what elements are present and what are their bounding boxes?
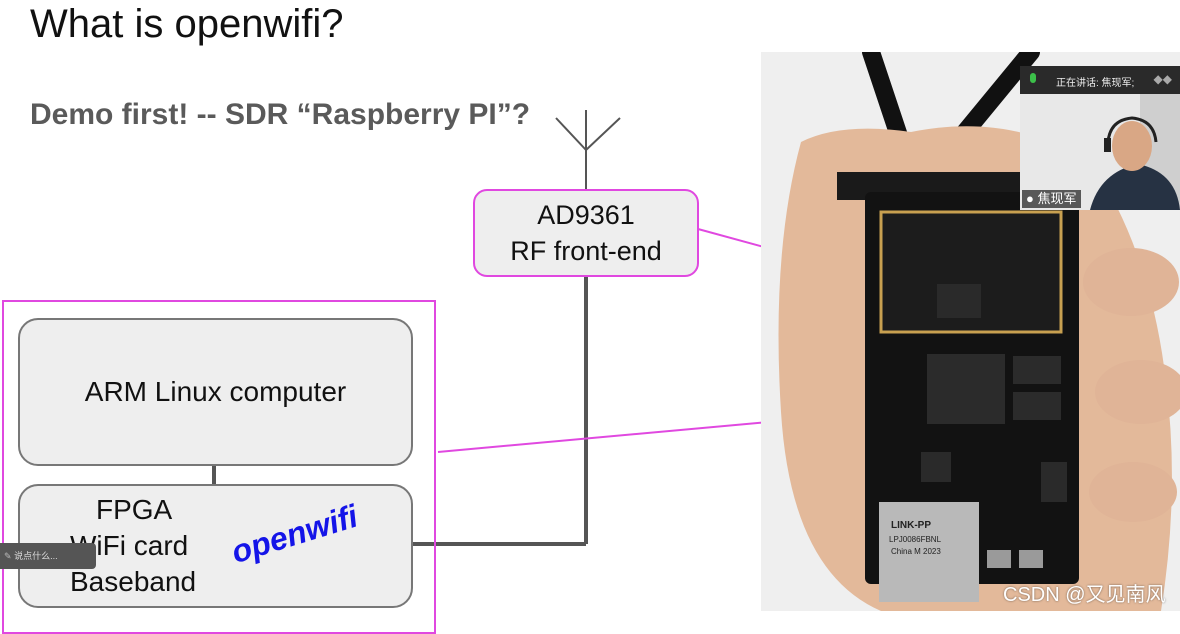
video-call-topbar: 正在讲话: 焦现军; ◆◆ xyxy=(1020,66,1180,94)
chat-placeholder: 说点什么... xyxy=(14,551,58,561)
antenna-icon xyxy=(555,110,621,189)
watermark: CSDN @又见南风 xyxy=(1003,584,1166,606)
rf-front-end-box: AD9361 RF front-end xyxy=(473,189,699,277)
arm-box-label: ARM Linux computer xyxy=(84,376,347,407)
board-label-link: LINK-PP xyxy=(891,520,931,531)
chat-input[interactable]: ✎ 说点什么... xyxy=(0,543,96,569)
fpga-box-line1: FPGA xyxy=(96,494,173,525)
rf-box-line2: RF front-end xyxy=(510,236,662,266)
speaker-name: 焦现军 xyxy=(1037,191,1077,206)
fpga-wifi-box: FPGA WiFi card Baseband xyxy=(18,484,413,608)
speaker-video xyxy=(1020,94,1180,210)
fpga-box-line3: Baseband xyxy=(70,566,197,597)
slide-title: What is openwifi? xyxy=(30,2,344,46)
audio-wave-icon: ◆◆ xyxy=(1153,72,1172,86)
chat-bubble-icon: ✎ xyxy=(4,551,12,561)
microphone-icon: ● xyxy=(1026,191,1034,206)
board-photo-drawing: LINK-PP LPJ0086FBNL China M 2023 xyxy=(761,52,1180,611)
speaking-status: 正在讲话: 焦现军; xyxy=(1056,78,1135,89)
video-call-panel[interactable]: 正在讲话: 焦现军; ◆◆ ● 焦现军 xyxy=(1020,66,1180,210)
arm-computer-box: ARM Linux computer xyxy=(18,318,413,466)
board-label-part: LPJ0086FBNL xyxy=(889,535,942,544)
rf-box-line1: AD9361 xyxy=(537,200,635,230)
microphone-icon xyxy=(1030,73,1036,83)
board-photo: LINK-PP LPJ0086FBNL China M 2023 xyxy=(761,52,1180,611)
slide-subtitle: Demo first! -- SDR “Raspberry PI”? xyxy=(30,98,531,131)
board-label-country: China M 2023 xyxy=(891,547,941,556)
speaker-name-label: ● 焦现军 xyxy=(1022,190,1081,208)
